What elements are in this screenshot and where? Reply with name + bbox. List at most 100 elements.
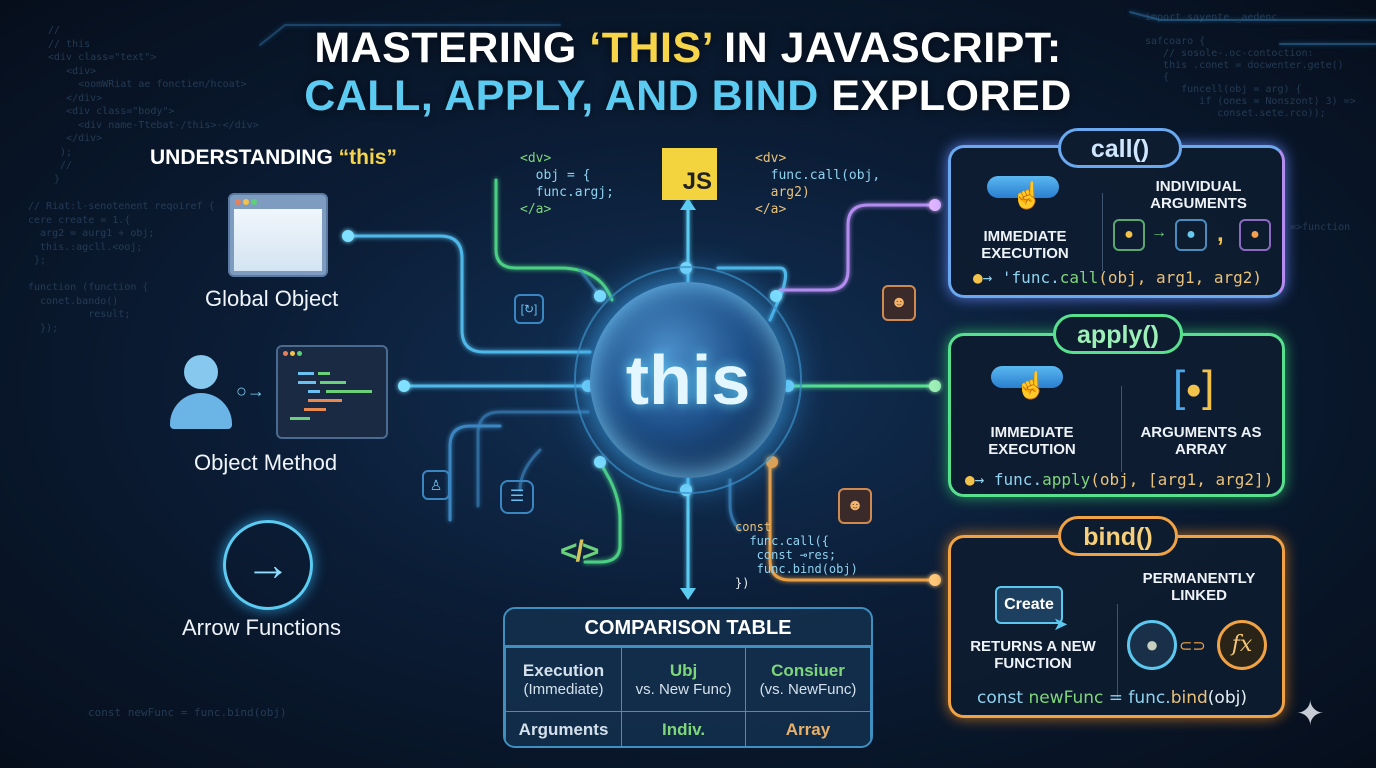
bg-code-mid-left: // Riat:l-senotenent reqoiref { cere cre…: [28, 201, 215, 334]
cell-main: Array: [785, 719, 831, 739]
code-prefix: → ': [982, 268, 1012, 287]
this-orb: this: [590, 282, 786, 478]
code-line: const: [735, 520, 772, 534]
js-logo: JS: [662, 148, 717, 200]
table-cell: Array: [745, 711, 871, 746]
apply-card: ☝ IMMEDIATE EXECUTION [●] ARGUMENTS AS A…: [948, 333, 1285, 497]
person-icon: [170, 355, 232, 429]
user-icon: ●: [965, 470, 975, 489]
code-line: func.bind(obj): [735, 562, 858, 576]
code-line: func.call({: [735, 534, 829, 548]
title-text: EXPLORED: [818, 72, 1072, 120]
document-icon: ☰: [500, 480, 534, 514]
apply-title: apply(): [1053, 314, 1183, 354]
click-button-icon: [987, 176, 1059, 198]
apply-code: ●→ func.apply(obj, [arg1, arg2]): [965, 470, 1273, 489]
title-methods: CALL, APPLY, AND BIND: [304, 72, 819, 120]
browser-window-icon: [228, 193, 328, 277]
code-line: func.argj;: [520, 185, 614, 200]
code-name: newFunc: [1028, 688, 1104, 708]
title-text: MASTERING: [314, 24, 590, 72]
argument-icon: ●: [1175, 219, 1207, 251]
brackets-icon: [↻]: [514, 294, 544, 324]
immediate-execution-text: IMMEDIATE EXECUTION: [988, 424, 1076, 458]
chain-link-icon: ⊂⊃: [1179, 638, 1206, 655]
user-card-icon: ☻: [882, 285, 916, 321]
bind-card: Create ➤ RETURNS A NEW FUNCTION PERMANEN…: [948, 535, 1285, 718]
cell-main: Ubj: [669, 661, 698, 681]
function-circle-icon: fx: [1217, 620, 1267, 670]
code-method: bind: [1170, 688, 1208, 708]
code-fn: func.: [1011, 268, 1060, 287]
title-line-1: MASTERING ‘THIS’ IN JAVASCRIPT:: [0, 24, 1376, 73]
create-button: Create: [995, 586, 1063, 624]
hand-pointer-icon: ☝: [1011, 180, 1044, 210]
cell-main: Consiuer: [771, 661, 845, 681]
code-line: </a>: [755, 202, 787, 217]
call-code: ●→ 'func.call(obj, arg1, arg2): [973, 268, 1262, 287]
immediate-execution-text: IMMEDIATE EXECUTION: [981, 228, 1069, 262]
table-cell: Execution(Immediate): [505, 646, 623, 713]
code-snippet-right: <dv> func.call(obj, arg2) </a>: [755, 150, 880, 218]
code-snippet-bottom: const func.call({ const ⊸res; func.bind(…: [735, 520, 858, 590]
array-brackets-icon: [●]: [1173, 362, 1215, 411]
this-label: this: [625, 341, 751, 419]
code-prefix: →: [974, 470, 994, 489]
comparison-table: COMPARISON TABLE Execution(Immediate) Ub…: [503, 607, 873, 748]
title-this: ‘THIS’: [589, 24, 712, 72]
user-icon: ●: [973, 268, 983, 287]
bg-code-right-fn: =>function: [1290, 222, 1351, 233]
heading-this: “this”: [338, 146, 397, 169]
hand-pointer-icon: ☝: [1015, 370, 1048, 400]
arrow-function-icon: →: [223, 520, 313, 610]
cell-sub: (vs. NewFunc): [759, 681, 857, 699]
table-cell: Indiv.: [621, 711, 746, 746]
code-fn: func.: [993, 470, 1043, 489]
code-method: call: [1059, 268, 1099, 287]
table-title: COMPARISON TABLE: [505, 609, 871, 647]
code-method: apply: [1042, 470, 1091, 489]
returns-new-function-text: RETURNS A NEW FUNCTION: [970, 638, 1096, 672]
arrow-functions-label: Arrow Functions: [182, 615, 341, 640]
understanding-heading: UNDERSTANDING “this”: [150, 146, 397, 170]
orb-ring: [574, 266, 802, 494]
code-line: }): [735, 576, 750, 590]
permanently-linked-text: PERMANENTLY LINKED: [1142, 570, 1256, 604]
code-window-icon: [276, 345, 388, 439]
heading-text: UNDERSTANDING: [150, 146, 339, 169]
arrow-icon: →: [1151, 224, 1167, 241]
argument-icon: ●: [1239, 219, 1271, 251]
global-object-label: Global Object: [205, 286, 339, 311]
code-line: arg2): [755, 185, 810, 200]
cell-main: Indiv.: [661, 719, 706, 739]
code-eq: = func.: [1103, 688, 1171, 708]
bg-code-bottom-left: const newFunc = func.bind(obj): [88, 706, 287, 719]
code-const: const: [977, 688, 1029, 708]
code-line: const ⊸res;: [735, 548, 837, 562]
code-line: <dv>: [755, 151, 787, 166]
title-line-2: CALL, APPLY, AND BIND EXPLORED: [0, 72, 1376, 121]
cursor-icon: ➤: [1053, 614, 1069, 634]
cell-main: Arguments: [518, 719, 609, 739]
user-card-icon: ☻: [838, 488, 872, 524]
cell-sub: vs. New Func): [635, 681, 732, 699]
code-line: </a>: [520, 202, 552, 217]
code-args: (obj, [arg1, arg2]): [1090, 470, 1274, 489]
bg-code-top-right: import sayente _aedenc safcoaro { // sos…: [1145, 12, 1356, 119]
click-button-icon: [991, 366, 1063, 388]
object-circle-icon: ●: [1127, 620, 1177, 670]
bind-title: bind(): [1058, 516, 1178, 556]
separator: ,: [1217, 220, 1224, 247]
object-method-label: Object Method: [194, 450, 338, 475]
code-line: <dv>: [520, 151, 552, 166]
call-title: call(): [1058, 128, 1182, 168]
code-args: (obj): [1207, 688, 1247, 708]
table-cell: Consiuer(vs. NewFunc): [745, 646, 871, 713]
code-tag-icon: </>: [560, 535, 599, 568]
sparkle-icon: ✦: [1296, 695, 1325, 733]
user-badge-icon: ♙: [422, 470, 450, 500]
